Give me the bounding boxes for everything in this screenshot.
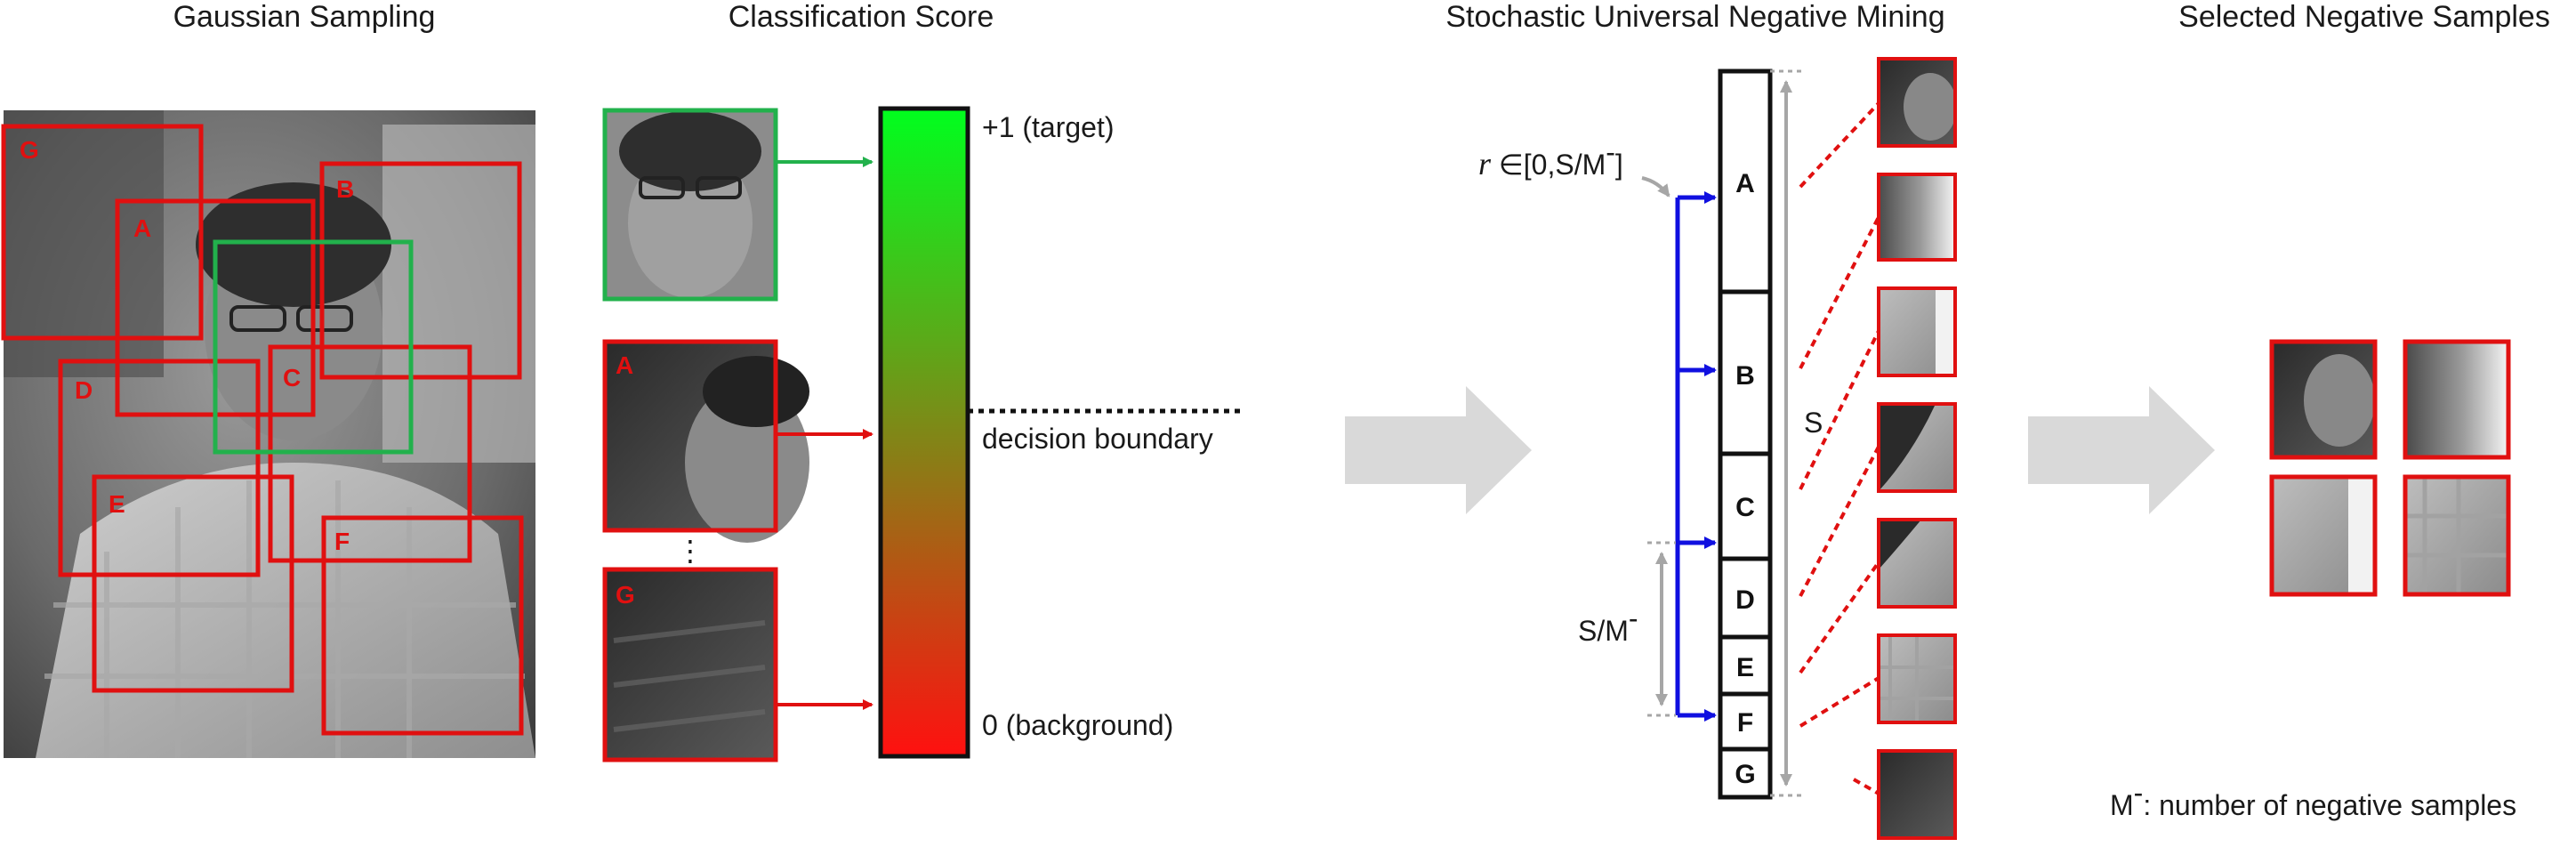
step-size-label: S/M xyxy=(1578,615,1629,647)
mining-thumb-2 xyxy=(1877,173,1957,262)
sample-box-a-label: A xyxy=(133,214,151,242)
step-size-sup-minus: - xyxy=(1629,602,1638,634)
r-close: ] xyxy=(1615,149,1623,181)
mining-thumb-7 xyxy=(1877,749,1957,840)
sample-box-d-label: D xyxy=(75,376,93,404)
flow-arrow-2 xyxy=(2028,386,2215,514)
mining-connectors xyxy=(1799,101,1880,795)
selected-sample-3 xyxy=(2269,474,2378,597)
selected-sample-4 xyxy=(2403,474,2511,597)
sample-box-f: F xyxy=(321,515,524,736)
sample-box-e: E xyxy=(92,474,294,693)
legend-m: M xyxy=(2110,789,2134,821)
sample-box-c-label: C xyxy=(283,364,301,391)
sample-box-g: G xyxy=(1,124,204,341)
segment-a-label: A xyxy=(1735,169,1755,198)
score-bottom-label: 0 (background) xyxy=(982,709,1173,741)
mining-thumb-4 xyxy=(1877,402,1957,493)
svg-text:S/M-: S/M- xyxy=(1578,602,1638,647)
mining-segments: A B C D E F G xyxy=(1718,69,1773,800)
selected-sample-1 xyxy=(2269,339,2378,460)
random-offset-label: r ∈[0,S/M-] xyxy=(1478,136,1670,198)
score-top-label: +1 (target) xyxy=(982,111,1115,143)
step-size-dimension: S/M- xyxy=(1578,541,1676,717)
legend-sup-minus: - xyxy=(2134,777,2144,809)
segment-e-label: E xyxy=(1736,653,1754,682)
thumbnail-a-label: A xyxy=(616,351,633,379)
thumbnail-g: G xyxy=(602,567,778,762)
r-sup-minus: - xyxy=(1606,136,1615,168)
sample-box-g-label: G xyxy=(20,136,39,164)
title-selected-negatives: Selected Negative Samples xyxy=(2178,0,2550,34)
r-variable: r xyxy=(1478,146,1492,182)
pointer-arrows xyxy=(1675,191,1717,722)
title-gaussian-sampling: Gaussian Sampling xyxy=(173,0,436,34)
score-mid-label: decision boundary xyxy=(982,423,1213,455)
selected-sample-2 xyxy=(2403,339,2511,460)
sample-box-d: D xyxy=(58,359,261,577)
title-negative-mining: Stochastic Universal Negative Mining xyxy=(1445,0,1944,34)
segment-f-label: F xyxy=(1737,708,1753,738)
thumbnail-ellipsis: ⋮ xyxy=(676,535,704,567)
legend-text: : number of negative samples xyxy=(2143,789,2516,821)
mining-thumbnails xyxy=(1877,57,1957,840)
segment-g-label: G xyxy=(1735,760,1755,789)
segment-b-label: B xyxy=(1735,361,1755,391)
legend: M-: number of negative samples xyxy=(2110,777,2516,821)
svg-text:r ∈[0,S/M-]: r ∈[0,S/M-] xyxy=(1478,136,1623,182)
segment-d-label: D xyxy=(1735,585,1755,615)
sample-box-e-label: E xyxy=(109,490,125,518)
target-box xyxy=(213,239,414,455)
thumbnail-g-label: G xyxy=(616,581,635,609)
mining-thumb-1 xyxy=(1877,57,1957,148)
score-bar xyxy=(878,106,970,759)
thumbnail-a: A xyxy=(602,339,809,543)
sample-box-f-label: F xyxy=(334,528,350,555)
target-thumbnail xyxy=(602,108,778,302)
sample-box-b-label: B xyxy=(336,175,354,203)
mining-thumb-6 xyxy=(1877,633,1957,724)
mining-thumb-5 xyxy=(1877,518,1957,609)
flow-arrow-1 xyxy=(1345,386,1532,514)
title-classification-score: Classification Score xyxy=(729,0,994,34)
total-score-dimension: S xyxy=(1770,69,1823,797)
mining-thumb-3 xyxy=(1877,286,1957,377)
total-score-label: S xyxy=(1804,407,1823,439)
r-range: ∈[0,S/M xyxy=(1491,149,1606,181)
selected-samples-grid xyxy=(2269,339,2511,597)
sample-box-b: B xyxy=(319,161,522,380)
segment-c-label: C xyxy=(1735,493,1755,522)
